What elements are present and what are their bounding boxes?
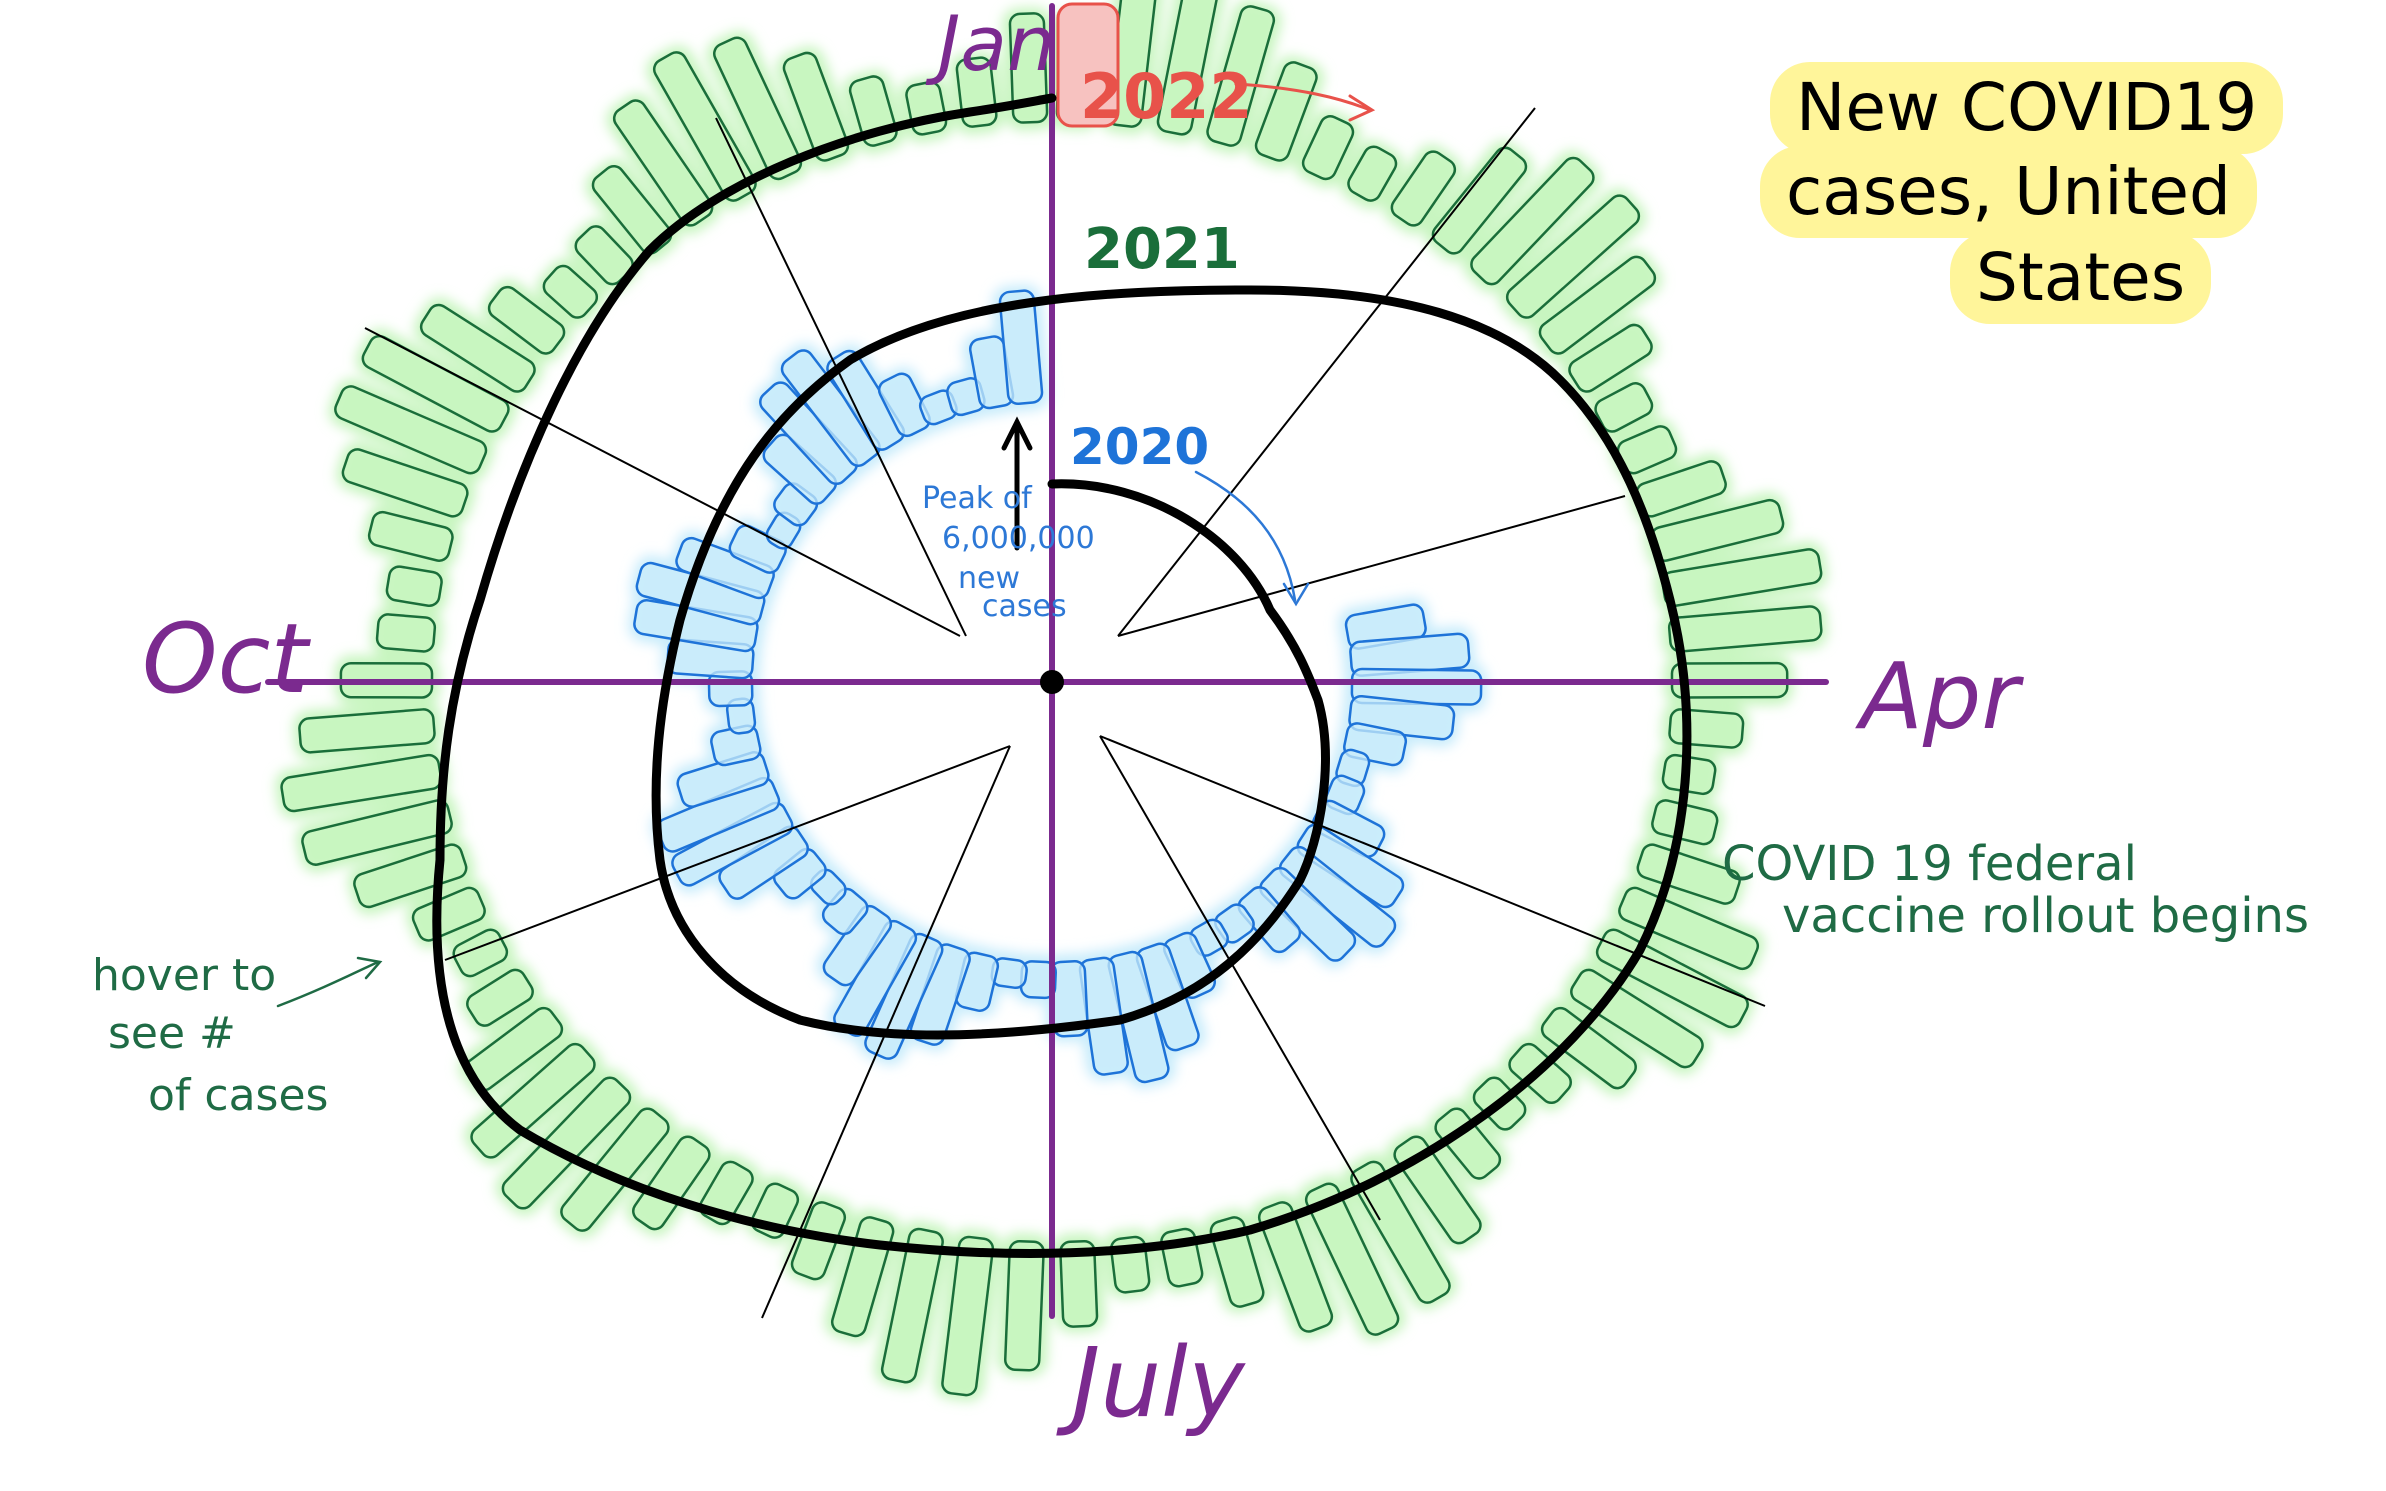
bar-2021-bar[interactable] xyxy=(485,283,568,357)
bar-2021-bar[interactable] xyxy=(1156,0,1221,136)
hover-annotation: hover to see # of cases xyxy=(92,950,328,1121)
bar-2021-bar[interactable] xyxy=(340,447,470,519)
bar-2021-bar[interactable] xyxy=(1429,144,1530,258)
bar-2021-bar[interactable] xyxy=(1348,1158,1453,1306)
bar-2021-bar[interactable] xyxy=(367,510,455,563)
bar-2021-bar[interactable] xyxy=(1059,1239,1099,1328)
bar-2021-bar[interactable] xyxy=(375,613,437,653)
axis-label-apr: Apr xyxy=(1855,643,2024,750)
bar-2021-bar[interactable] xyxy=(610,97,716,230)
bar-2021-bar[interactable] xyxy=(781,50,851,163)
center-dot xyxy=(1040,670,1064,694)
bar-2021-bar[interactable] xyxy=(1300,113,1356,182)
bar-2022-jan[interactable] xyxy=(1056,2,1120,128)
peak-arrow xyxy=(1001,416,1033,551)
vaccine-annotation: COVID 19 federal vaccine rollout begins xyxy=(1722,836,2309,944)
bars-2020[interactable] xyxy=(633,289,1483,1084)
svg-text:see #: see # xyxy=(108,1008,236,1059)
bar-2021-bar[interactable] xyxy=(1467,154,1597,288)
peak-annotation: Peak of 6,000,000 new cases xyxy=(922,481,1095,624)
arrow-hover xyxy=(276,956,383,1008)
bar-2021-bar[interactable] xyxy=(540,262,601,322)
axis-label-july: July xyxy=(1056,1327,1246,1439)
bar-2021-bar[interactable] xyxy=(410,885,488,944)
spiral-line xyxy=(432,93,1692,1258)
axis-label-jan: Jan xyxy=(925,0,1055,88)
year-label-2021: 2021 xyxy=(1084,217,1240,282)
svg-text:vaccine rollout begins: vaccine rollout begins xyxy=(1782,888,2309,944)
bar-2021-bar[interactable] xyxy=(1536,253,1659,358)
bars-2021[interactable] xyxy=(280,0,1823,1397)
bar-2021-bar[interactable] xyxy=(1388,148,1459,230)
bar-2021-bar[interactable] xyxy=(1667,605,1823,653)
month-spokes xyxy=(364,107,1766,1319)
bar-2021-bar[interactable] xyxy=(467,1040,598,1162)
title-line-3: States xyxy=(1950,232,2212,324)
bar-2020-bar[interactable] xyxy=(998,289,1044,405)
bar-2021-bar[interactable] xyxy=(1205,4,1276,148)
chart-title: New COVID19 cases, United States xyxy=(1760,62,2290,324)
svg-text:6,000,000: 6,000,000 xyxy=(942,521,1095,556)
bar-2021-bar[interactable] xyxy=(1668,708,1745,749)
bar-2021-bar[interactable] xyxy=(499,1074,634,1213)
bar-2021-bar[interactable] xyxy=(464,966,537,1029)
svg-text:of cases: of cases xyxy=(148,1070,328,1121)
bar-2021-bar[interactable] xyxy=(332,383,489,476)
year-label-2022: 2022 xyxy=(1080,60,1253,133)
bar-2021-bar[interactable] xyxy=(385,565,443,608)
svg-text:hover to: hover to xyxy=(92,950,276,1001)
arrow-2020 xyxy=(1194,470,1310,607)
bar-2021-bar[interactable] xyxy=(417,301,538,395)
bar-2021-bar[interactable] xyxy=(651,49,760,204)
svg-text:new: new xyxy=(958,561,1020,596)
svg-text:COVID 19 federal: COVID 19 federal xyxy=(1722,836,2137,892)
bar-2020-bar[interactable] xyxy=(820,902,895,989)
bar-2021-bar[interactable] xyxy=(1432,1105,1504,1183)
bar-2021-bar[interactable] xyxy=(1538,1004,1640,1092)
bar-2021-bar[interactable] xyxy=(1003,1239,1045,1372)
bar-2020-bar[interactable] xyxy=(876,370,933,439)
bar-2021-bar[interactable] xyxy=(1635,842,1742,906)
bar-2021-bar[interactable] xyxy=(1256,1199,1334,1334)
bar-2021-bar[interactable] xyxy=(1303,1180,1402,1337)
arrow-2022 xyxy=(1234,82,1376,122)
year-label-2020: 2020 xyxy=(1070,418,1209,476)
bar-2021-bar[interactable] xyxy=(1592,380,1655,435)
axis-label-oct: Oct xyxy=(142,603,311,715)
title-line-1: New COVID19 xyxy=(1770,62,2284,154)
title-line-2: cases, United xyxy=(1760,146,2257,238)
bar-2021-bar[interactable] xyxy=(1566,321,1656,395)
bar-2021-bar[interactable] xyxy=(880,1227,944,1384)
bar-2021-bar[interactable] xyxy=(629,1133,713,1233)
bar-2021-bar[interactable] xyxy=(300,798,453,866)
svg-text:cases: cases xyxy=(982,589,1067,624)
bar-2021-bar[interactable] xyxy=(1345,143,1400,204)
bar-2021-bar[interactable] xyxy=(298,708,436,754)
bar-2021-bar[interactable] xyxy=(941,1235,995,1397)
bar-2021-bar[interactable] xyxy=(1568,966,1707,1071)
bar-2021-bar[interactable] xyxy=(589,162,675,257)
bar-2021-bar[interactable] xyxy=(711,34,804,182)
bar-2021-bar[interactable] xyxy=(1503,191,1643,321)
bar-2021-bar[interactable] xyxy=(1008,12,1049,124)
svg-text:Peak of: Peak of xyxy=(922,481,1033,516)
bar-2021-bar[interactable] xyxy=(1253,60,1319,164)
